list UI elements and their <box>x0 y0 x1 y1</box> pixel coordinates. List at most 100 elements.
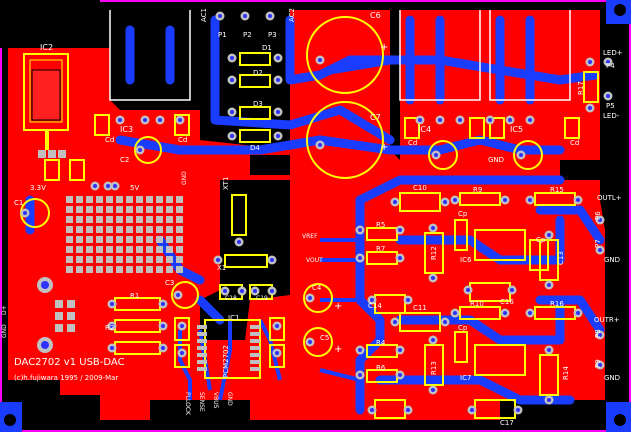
label-p1: P1 <box>218 31 227 39</box>
pads <box>20 11 613 415</box>
proto-pad <box>156 226 163 233</box>
pad-hole <box>276 110 280 114</box>
pad-hole <box>438 118 442 122</box>
pad-hole <box>466 288 470 292</box>
pad-hole <box>598 218 602 222</box>
label-outl: OUTL+ <box>597 194 622 202</box>
c6-outline <box>306 16 384 94</box>
proto-pad <box>126 216 133 223</box>
proto-pad <box>86 226 93 233</box>
label-cp-1: Cp <box>458 210 468 218</box>
proto-pad <box>96 216 103 223</box>
pad-hole <box>453 198 457 202</box>
pad-hole <box>431 226 435 230</box>
pad-hole <box>318 58 322 62</box>
pad-hole <box>23 211 27 215</box>
proto-pad <box>136 236 143 243</box>
label-vref: VREF <box>302 233 318 240</box>
pad-hole <box>93 184 97 188</box>
pad-hole <box>276 134 280 138</box>
proto-pad <box>86 196 93 203</box>
label-c16: C16 <box>500 298 514 306</box>
proto-pad <box>146 256 153 263</box>
proto-pad <box>136 216 143 223</box>
pad-hole <box>606 94 610 98</box>
pad-hole <box>443 200 447 204</box>
ic1-pin <box>197 332 207 336</box>
label-r14: R14 <box>562 366 570 380</box>
ic1-pin <box>250 353 260 357</box>
ic1-pin <box>197 360 207 364</box>
label-d3: D3 <box>253 100 263 108</box>
label-r2: R2 <box>105 324 114 332</box>
pad-hole <box>393 200 397 204</box>
proto-pad <box>86 246 93 253</box>
pad-hole <box>270 289 274 293</box>
proto-pad <box>176 196 183 203</box>
label-r1: R1 <box>130 292 139 300</box>
label-c5: C5 <box>320 334 329 342</box>
proto-pad <box>146 266 153 273</box>
label-p7: P7 <box>594 239 602 248</box>
proto-pad <box>176 216 183 223</box>
pad-hole <box>110 302 114 306</box>
pad-hole <box>576 198 580 202</box>
pad-hole <box>216 258 220 262</box>
label-d1: D1 <box>262 44 272 52</box>
proto-pad <box>176 256 183 263</box>
pad-hole <box>598 248 602 252</box>
label-5v: 5V <box>130 184 139 192</box>
pad-hole <box>276 56 280 60</box>
pad-hole <box>240 289 244 293</box>
proto-pad <box>176 206 183 213</box>
pad-hole <box>176 293 180 297</box>
proto-pad <box>96 256 103 263</box>
proto-pad <box>176 236 183 243</box>
pad-hole <box>180 324 184 328</box>
pad-hole <box>547 283 551 287</box>
proto-pad <box>66 226 73 233</box>
label-c4: C4 <box>312 284 322 292</box>
pad-hole <box>180 351 184 355</box>
label-p3: P3 <box>268 31 277 39</box>
proto-pad <box>146 246 153 253</box>
label-r15: R15 <box>550 186 564 194</box>
proto-pad <box>76 246 83 253</box>
pad-hole <box>398 348 402 352</box>
label-r17: R17 <box>577 81 585 95</box>
pad-hole <box>431 276 435 280</box>
proto-pad-grid <box>66 196 183 273</box>
label-led-minus: LED- <box>603 112 620 120</box>
pad-hole <box>453 311 457 315</box>
proto-pad <box>116 256 123 263</box>
label-ic1: IC1 <box>228 314 239 322</box>
label-c1: C1 <box>14 199 23 207</box>
proto-pad <box>156 196 163 203</box>
label-gnd-out2: GND <box>604 374 620 382</box>
proto-pad <box>126 226 133 233</box>
pad-hole <box>516 408 520 412</box>
proto-pad <box>136 226 143 233</box>
label-r16: R16 <box>550 300 564 308</box>
proto-pad <box>66 206 73 213</box>
label-p8: P8 <box>594 329 602 338</box>
label-ic-part: PCM2702 <box>222 345 230 378</box>
pad-hole <box>547 233 551 237</box>
proto-pad <box>106 226 113 233</box>
board-credit: (c)h.fujiwara 1995 / 2009-Mar <box>14 374 118 382</box>
pad-hole <box>406 298 410 302</box>
proto-pad <box>76 236 83 243</box>
label-c3: C3 <box>165 279 174 287</box>
proto-pad <box>96 226 103 233</box>
proto-pad <box>166 236 173 243</box>
label-c13: C13 <box>557 251 565 265</box>
pad-hole <box>510 288 514 292</box>
pad-hole <box>161 346 165 350</box>
proto-pad <box>116 206 123 213</box>
proto-pad <box>126 236 133 243</box>
component-outlines <box>20 16 599 419</box>
proto-pad <box>146 226 153 233</box>
proto-pad <box>156 256 163 263</box>
label-r10: R10 <box>470 300 484 308</box>
